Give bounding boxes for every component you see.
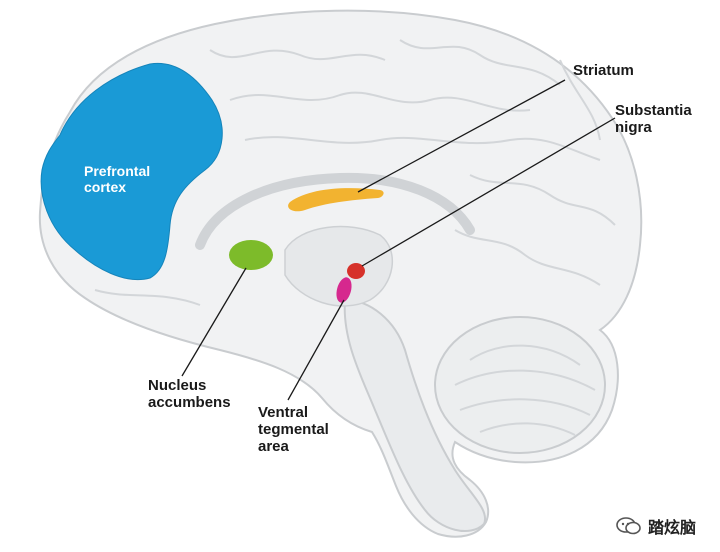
leader-lines xyxy=(181,79,616,401)
ventral-label-line3: area xyxy=(258,438,289,455)
substantia-label-line2: nigra xyxy=(615,119,652,136)
wechat-bubble-icon xyxy=(616,517,641,535)
ventral-label-line2: tegmental xyxy=(258,421,329,438)
ventral-tegmental-leader-line xyxy=(287,299,345,401)
substantia-label-line1: Substantia xyxy=(615,102,692,119)
nucleus-accumbens-leader-line xyxy=(181,267,247,377)
ventral-tegmental-label: Ventral tegmental area xyxy=(258,404,329,455)
corpus-callosum xyxy=(195,172,475,250)
cerebellum xyxy=(434,316,606,454)
prefrontal-cortex-region xyxy=(40,62,223,281)
nucleus-label-line2: accumbens xyxy=(148,394,231,411)
prefrontal-cortex-label: Prefrontal cortex xyxy=(84,163,150,195)
nucleus-accumbens-region xyxy=(229,240,273,270)
nucleus-accumbens-label: Nucleus accumbens xyxy=(148,377,231,411)
striatum-leader-line xyxy=(357,79,566,193)
prefrontal-label-line2: cortex xyxy=(84,179,127,195)
gyri-lines xyxy=(94,39,616,306)
substantia-nigra-label: Substantia nigra xyxy=(615,102,692,136)
prefrontal-label-line1: Prefrontal xyxy=(84,163,151,179)
watermark: 踏炫脑 xyxy=(616,514,696,538)
substantia-nigra-region xyxy=(347,263,365,279)
brainstem xyxy=(343,298,487,533)
substantia-nigra-leader-line xyxy=(361,117,616,267)
striatum-label-line1: Striatum xyxy=(573,62,634,79)
thalamus xyxy=(284,225,394,307)
watermark-text: 踏炫脑 xyxy=(647,518,696,537)
ventral-label-line1: Ventral xyxy=(258,404,309,421)
striatum-region xyxy=(288,188,384,212)
striatum-label: Striatum xyxy=(573,62,634,79)
nucleus-label-line1: Nucleus xyxy=(148,377,207,394)
ventral-tegmental-region xyxy=(336,277,352,303)
